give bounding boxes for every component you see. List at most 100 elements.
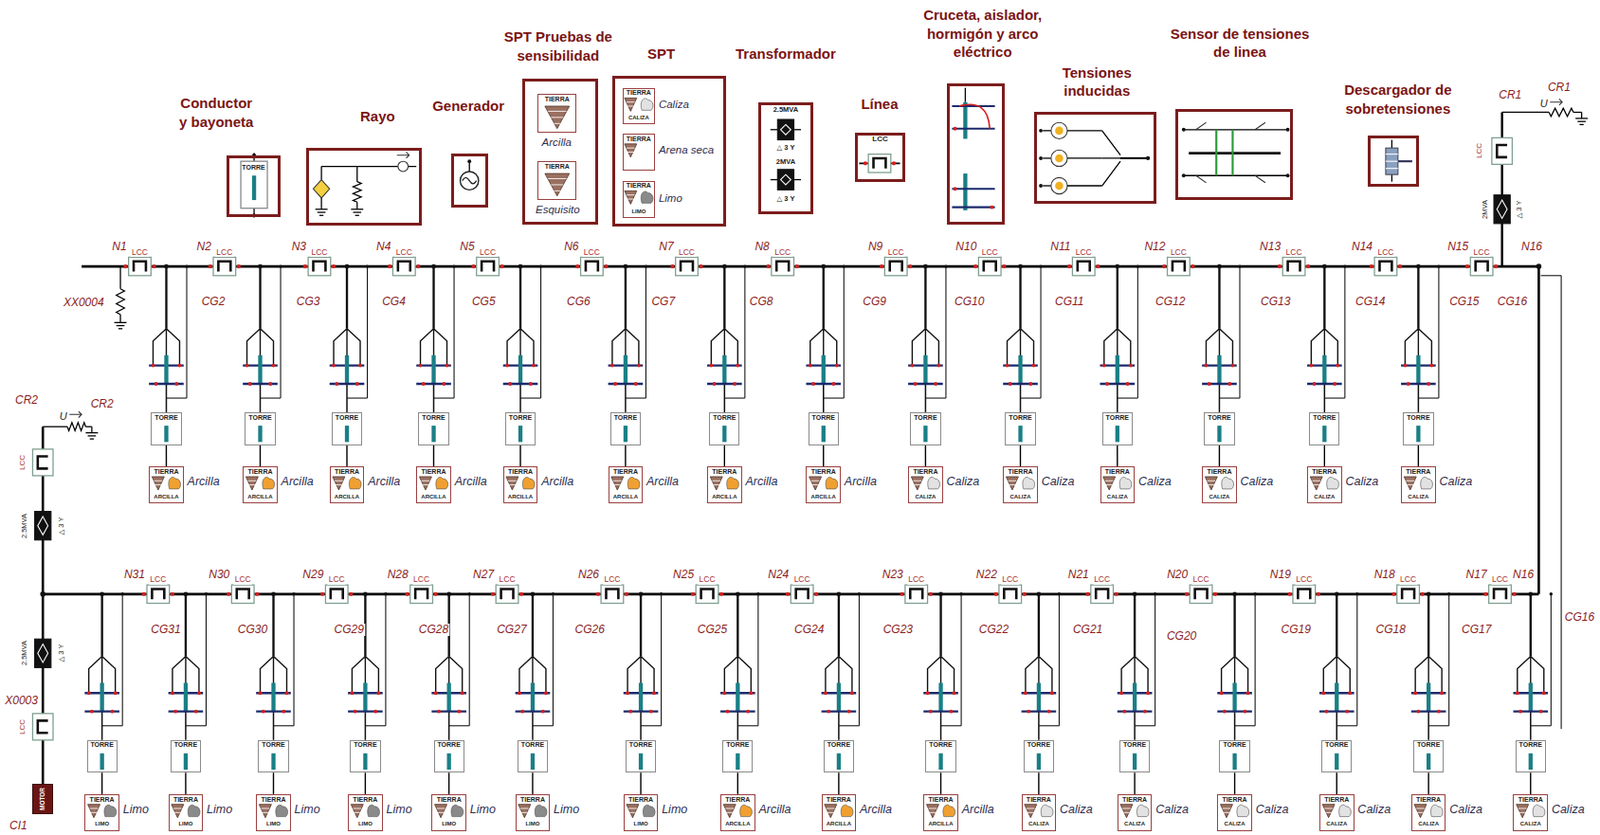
soil-icon bbox=[249, 484, 255, 486]
soil-label: Arcilla bbox=[844, 475, 877, 490]
concrete-pole bbox=[271, 683, 275, 712]
soil-sample bbox=[262, 476, 275, 489]
shield-wire bbox=[260, 397, 282, 399]
legend-box: LíneaLCC bbox=[854, 132, 906, 182]
shield-wire bbox=[165, 397, 187, 399]
soil-icon bbox=[547, 110, 566, 112]
lcc-box bbox=[231, 584, 255, 603]
lcc-symbol bbox=[909, 588, 923, 600]
node-dot bbox=[842, 264, 846, 268]
lcc-box bbox=[1167, 256, 1191, 275]
tower-icon bbox=[183, 753, 188, 770]
soil-icon bbox=[726, 812, 732, 814]
tower-icon bbox=[163, 425, 168, 442]
node-dot bbox=[575, 264, 580, 269]
concrete-pole bbox=[163, 355, 168, 384]
lcc-symbol bbox=[1379, 261, 1392, 273]
insulator bbox=[1145, 690, 1150, 695]
soil-icon bbox=[624, 97, 637, 111]
shield-wire bbox=[1356, 594, 1358, 727]
shield-wire bbox=[843, 266, 845, 399]
insulator bbox=[1515, 690, 1520, 695]
box-text: TORRE bbox=[335, 414, 359, 421]
node-dot bbox=[387, 264, 392, 269]
lcc-label: LCC bbox=[1376, 248, 1395, 257]
tower-box: TORRE bbox=[1119, 740, 1150, 773]
insulator bbox=[248, 381, 253, 386]
shield-wire bbox=[293, 594, 295, 727]
insulator bbox=[520, 709, 525, 714]
legend-box: SPT Pruebas de sensibilidadTIERRAArcilla… bbox=[522, 78, 599, 225]
insulator bbox=[823, 690, 828, 695]
transformer-symbol bbox=[781, 124, 792, 135]
tower-feed bbox=[448, 711, 451, 741]
grounding-box: TIERRALIMOLimo bbox=[622, 181, 655, 219]
node-dot bbox=[123, 264, 128, 269]
soil-icon bbox=[824, 804, 837, 819]
crossarm bbox=[1201, 382, 1237, 385]
box-text: ARCILLA bbox=[334, 493, 360, 500]
lcc-symbol bbox=[218, 261, 231, 273]
node-dot bbox=[1286, 173, 1291, 178]
tower-feed bbox=[364, 711, 367, 741]
insulator bbox=[926, 690, 930, 695]
soil-icon bbox=[1106, 484, 1112, 486]
tower-box: TORRE bbox=[87, 740, 118, 773]
insulator bbox=[194, 709, 199, 714]
insulator bbox=[460, 690, 465, 695]
ground-lead bbox=[940, 772, 942, 795]
soil-icon bbox=[90, 812, 97, 814]
insulator bbox=[989, 205, 994, 210]
concrete-pole bbox=[1426, 683, 1431, 712]
node-dot bbox=[959, 592, 963, 596]
box-text: TORRE bbox=[712, 414, 736, 421]
node-dot bbox=[551, 592, 555, 596]
box-text: TORRE bbox=[1325, 741, 1348, 748]
box-heading: SPT Pruebas de sensibilidad bbox=[493, 27, 622, 65]
ground-symbol bbox=[88, 435, 97, 437]
concrete-pole bbox=[963, 173, 967, 211]
node-label: N3 bbox=[290, 240, 308, 254]
lcc-box bbox=[1397, 584, 1420, 603]
surge-arrester bbox=[1385, 153, 1399, 155]
concrete-pole bbox=[530, 683, 535, 712]
crossarm bbox=[416, 382, 452, 385]
insulator bbox=[1008, 381, 1013, 386]
grounding-box: TIERRACALIZACaliza bbox=[1002, 466, 1038, 504]
node-label: N30 bbox=[207, 568, 231, 582]
soil-icon bbox=[626, 147, 636, 149]
soil-icon bbox=[1322, 804, 1335, 819]
insulator bbox=[421, 381, 426, 386]
shield-wire bbox=[384, 594, 386, 727]
tower-feed bbox=[1427, 594, 1430, 657]
node-dot bbox=[1316, 592, 1321, 597]
box-text: TORRE bbox=[827, 741, 851, 748]
node-label: CG10 bbox=[953, 295, 985, 309]
node-label: N14 bbox=[1350, 240, 1374, 254]
tower-feed bbox=[1529, 594, 1532, 657]
insulator bbox=[541, 709, 546, 714]
shield-wire bbox=[1134, 725, 1156, 727]
node-label: CR2 bbox=[90, 398, 115, 411]
insulator bbox=[933, 381, 938, 386]
soil-label: Caliza bbox=[1449, 803, 1483, 818]
lcc-symbol bbox=[1288, 261, 1301, 273]
soil-label: Caliza bbox=[1138, 475, 1172, 490]
induced-source bbox=[1051, 177, 1068, 194]
node-dot bbox=[519, 592, 524, 597]
box-text: TORRE bbox=[726, 741, 749, 748]
induced-source bbox=[1054, 127, 1064, 136]
tower-feed bbox=[724, 383, 727, 413]
node-dot bbox=[1190, 264, 1195, 269]
tower-icon bbox=[431, 425, 436, 442]
node-label: N12 bbox=[1143, 240, 1166, 254]
voltage-arrow bbox=[1549, 98, 1563, 105]
soil-icon bbox=[1519, 812, 1526, 814]
ground-lead bbox=[1037, 772, 1039, 795]
box-text: TIERRA bbox=[520, 796, 546, 803]
crossarm bbox=[503, 382, 539, 385]
box-text: TORRE bbox=[812, 414, 836, 421]
node-label: N25 bbox=[672, 568, 695, 582]
node-label: CG18 bbox=[1375, 623, 1407, 637]
node-label: N6 bbox=[563, 240, 580, 254]
